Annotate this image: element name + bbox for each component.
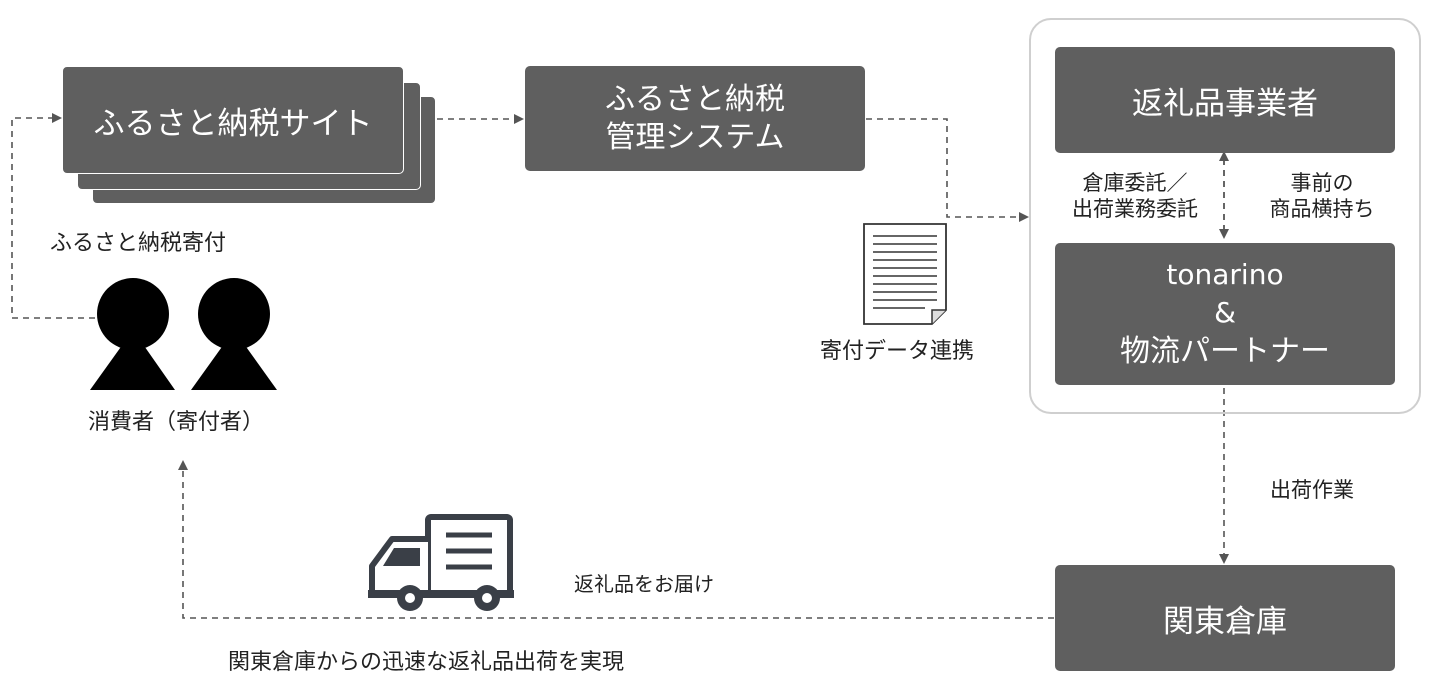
- tonarino-line1: tonarino: [1166, 257, 1284, 291]
- tonarino-partner-box: tonarino & 物流パートナー: [1055, 243, 1395, 385]
- warehouse-delegation-line1: 倉庫委託／: [1082, 171, 1188, 195]
- preholding-line1: 事前の: [1290, 171, 1354, 195]
- furusato-site-label: ふるさと納税サイト: [93, 105, 373, 142]
- delivery-label: 返礼品をお届け: [574, 572, 714, 596]
- person-icon: [90, 278, 175, 390]
- tonarino-line3: 物流パートナー: [1120, 333, 1330, 369]
- warehouse-delegation-label: 倉庫委託／ 出荷業務委託: [1057, 170, 1213, 223]
- system-line2: 管理システム: [605, 119, 785, 155]
- supplier-box: 返礼品事業者: [1055, 47, 1395, 153]
- partner-group-frame: [1029, 18, 1421, 414]
- preholding-line2: 商品横持ち: [1269, 197, 1375, 222]
- system-to-partner-arrow: [866, 118, 1029, 222]
- footer-caption: 関東倉庫からの迅速な返礼品出荷を実現: [228, 650, 625, 675]
- donation-label: ふるさと納税寄付: [50, 231, 227, 256]
- kanto-warehouse-label: 関東倉庫: [1163, 603, 1287, 640]
- system-line1: ふるさと納税: [605, 82, 785, 117]
- preholding-label: 事前の 商品横持ち: [1252, 170, 1392, 223]
- warehouse-delegation-line2: 出荷業務委託: [1072, 197, 1198, 222]
- supplier-label: 返礼品事業者: [1132, 85, 1318, 122]
- management-system-box: ふるさと納税 管理システム: [525, 66, 865, 171]
- tonarino-line2: &: [1214, 295, 1236, 329]
- shipping-work-label: 出荷作業: [1270, 478, 1354, 502]
- delivery-arrow: [178, 460, 1054, 619]
- data-link-label: 寄付データ連携: [820, 339, 975, 364]
- kanto-warehouse-box: 関東倉庫: [1055, 565, 1395, 671]
- consumer-label: 消費者（寄付者）: [88, 410, 265, 435]
- document-icon: [863, 223, 947, 325]
- truck-icon: [368, 514, 514, 611]
- furusato-site-box: ふるさと納税サイト: [62, 66, 404, 174]
- person-icon: [191, 278, 277, 390]
